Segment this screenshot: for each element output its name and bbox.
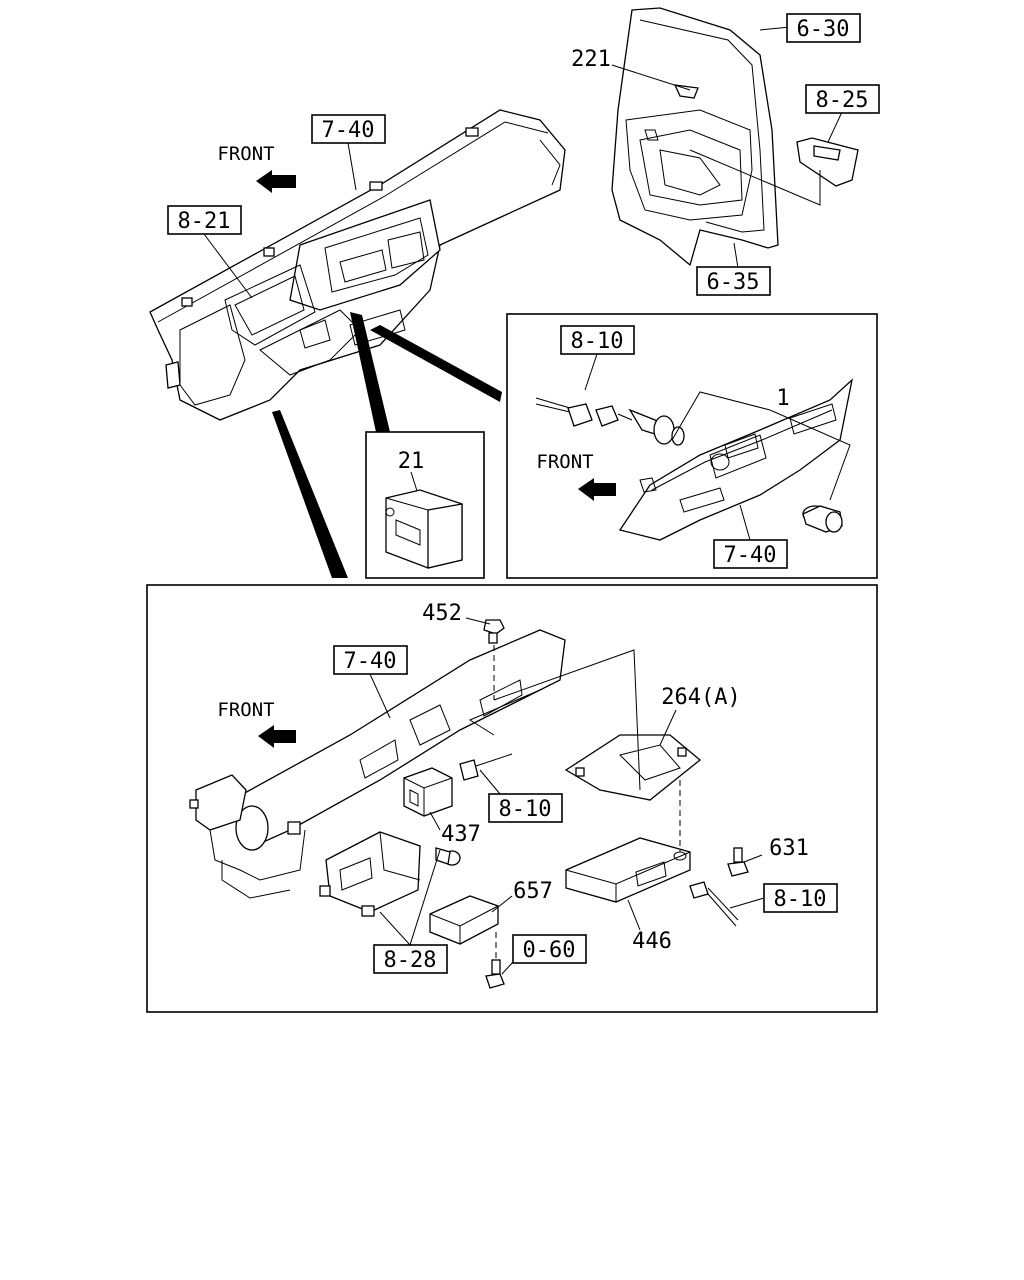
front-label-bottom: FRONT xyxy=(217,699,274,721)
callout-wedge-to-bottom xyxy=(272,410,348,578)
support-bracket-8-28-drawing xyxy=(319,831,421,917)
knob-drawing xyxy=(802,505,843,533)
front-arrow-top-icon xyxy=(256,170,296,193)
inset-21-frame xyxy=(365,431,485,579)
harness-446-drawing xyxy=(689,881,739,927)
part-657-label: 657 xyxy=(513,879,553,904)
part-21-label: 21 xyxy=(398,449,425,474)
part-452-label: 452 xyxy=(422,601,462,626)
switch-21-drawing xyxy=(385,489,463,569)
part-446-label: 446 xyxy=(632,929,672,954)
ref-8-21-label: 8-21 xyxy=(178,209,231,234)
ref-box-8-10-inset xyxy=(560,325,635,355)
part-1-label: 1 xyxy=(776,386,789,411)
front-arrow-bottom-icon xyxy=(258,725,296,748)
inset-bracket-frame xyxy=(146,584,878,1013)
inset-panel-frame xyxy=(506,313,878,579)
ref-7-40-dash-label: 7-40 xyxy=(322,118,375,143)
part-437-label: 437 xyxy=(441,822,481,847)
dashboard-drawing xyxy=(149,109,566,421)
mirror-switch-drawing xyxy=(796,137,859,187)
front-arrow-inset-icon xyxy=(578,478,616,501)
ref-0-60-label: 0-60 xyxy=(523,938,576,963)
ref-box-8-25 xyxy=(805,84,880,114)
ref-6-35-label: 6-35 xyxy=(707,270,760,295)
ref-box-7-40-inset xyxy=(713,539,788,569)
relay-437-drawing xyxy=(403,767,453,817)
front-label-top: FRONT xyxy=(217,143,274,165)
bolt-631-drawing xyxy=(727,847,749,877)
bolt-0-60-drawing xyxy=(485,959,505,989)
ref-box-8-10-bottom-b xyxy=(763,883,838,913)
door-assembly-drawing xyxy=(611,7,779,267)
front-label-inset: FRONT xyxy=(536,451,593,473)
ref-8-10-bottom-a-label: 8-10 xyxy=(499,797,552,822)
ref-7-40-inset-label: 7-40 xyxy=(724,543,777,568)
module-446-drawing xyxy=(565,837,691,903)
callout-wedge-to-21 xyxy=(350,312,390,432)
relay-harness-drawing xyxy=(459,753,513,781)
ref-8-10-inset-label: 8-10 xyxy=(571,329,624,354)
ref-6-30-label: 6-30 xyxy=(797,17,850,42)
ref-box-6-35 xyxy=(696,266,771,296)
ref-7-40-bottom-label: 7-40 xyxy=(344,649,397,674)
ref-box-6-30 xyxy=(786,13,861,43)
callout-wedge-to-inset xyxy=(370,325,502,402)
part-631-label: 631 xyxy=(769,836,809,861)
ref-box-8-10-bottom-a xyxy=(488,793,563,823)
ref-box-8-21 xyxy=(167,205,242,235)
bracket-657-drawing xyxy=(429,895,499,945)
ref-box-0-60 xyxy=(512,934,587,964)
harness-connector-drawing xyxy=(535,397,685,446)
ref-box-7-40-bottom xyxy=(333,645,408,675)
part-221-label: 221 xyxy=(571,47,611,72)
part-264a-label: 264(A) xyxy=(661,685,740,710)
ref-8-25-label: 8-25 xyxy=(816,88,869,113)
ref-box-8-28 xyxy=(373,944,448,974)
ref-8-10-bottom-b-label: 8-10 xyxy=(774,887,827,912)
ref-8-28-label: 8-28 xyxy=(384,948,437,973)
plate-264a-drawing xyxy=(564,734,702,801)
left-mount-bracket-drawing xyxy=(189,774,306,899)
